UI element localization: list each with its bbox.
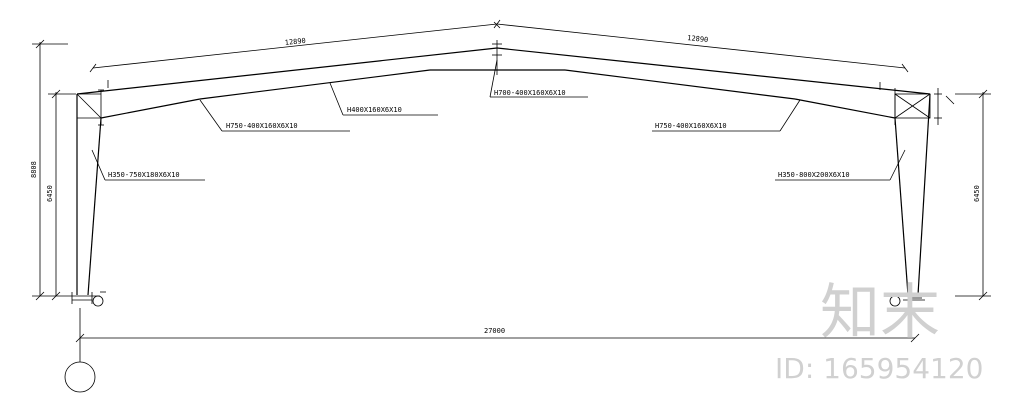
left-column-height-label: 6450 — [46, 185, 54, 202]
middle-rafter-member-label: H400X160X6X10 — [347, 106, 402, 114]
member-label-left-haunch: H750-400X160X6X10 — [199, 99, 350, 132]
right-column-member-label: H350-800X200X6X10 — [778, 171, 850, 179]
grid-axis-bubble — [64, 361, 96, 393]
total-height-dimension: 8808 — [30, 39, 68, 301]
left-column-base — [68, 291, 106, 307]
rafter-top-chord — [76, 47, 931, 95]
right-column-base — [889, 295, 930, 307]
left-rafter-length-label: 12890 — [284, 37, 306, 47]
right-rafter-length-label: 12890 — [687, 34, 709, 44]
rafter-bottom-chord — [100, 69, 896, 119]
left-column-height-dimension: 6450 — [46, 89, 76, 301]
left-column-member-label: H350-750X180X6X10 — [108, 171, 180, 179]
member-label-left-column: H350-750X180X6X10 — [91, 149, 205, 181]
left-rafter-dimension: 12890 — [89, 19, 501, 73]
left-knee-joint — [76, 80, 109, 126]
total-height-label: 8808 — [30, 161, 38, 178]
ridge-member-label: H700-400X160X6X10 — [494, 89, 566, 97]
right-haunch-member-label: H750-400X160X6X10 — [655, 122, 727, 130]
watermark: 知末 ID: 165954120 — [775, 278, 983, 385]
right-knee-joint — [879, 82, 955, 125]
member-label-right-column: H350-800X200X6X10 — [775, 149, 906, 181]
right-column-height-dimension: 6450 — [955, 89, 991, 301]
span-label: 27000 — [484, 327, 505, 335]
right-rafter-dimension: 12890 — [496, 23, 909, 73]
left-haunch-member-label: H750-400X160X6X10 — [226, 122, 298, 130]
member-label-right-haunch: H750-400X160X6X10 — [652, 99, 801, 132]
right-column-height-label: 6450 — [973, 185, 981, 202]
right-column — [894, 93, 931, 296]
watermark-id: ID: 165954120 — [775, 352, 983, 385]
member-label-ridge: H700-400X160X6X10 — [489, 59, 588, 98]
member-label-middle-rafter: H400X160X6X10 — [329, 82, 438, 116]
watermark-logo: 知末 — [820, 278, 940, 348]
ridge-joint — [492, 21, 502, 75]
span-dimension: 27000 — [75, 308, 920, 362]
left-column — [76, 94, 102, 296]
